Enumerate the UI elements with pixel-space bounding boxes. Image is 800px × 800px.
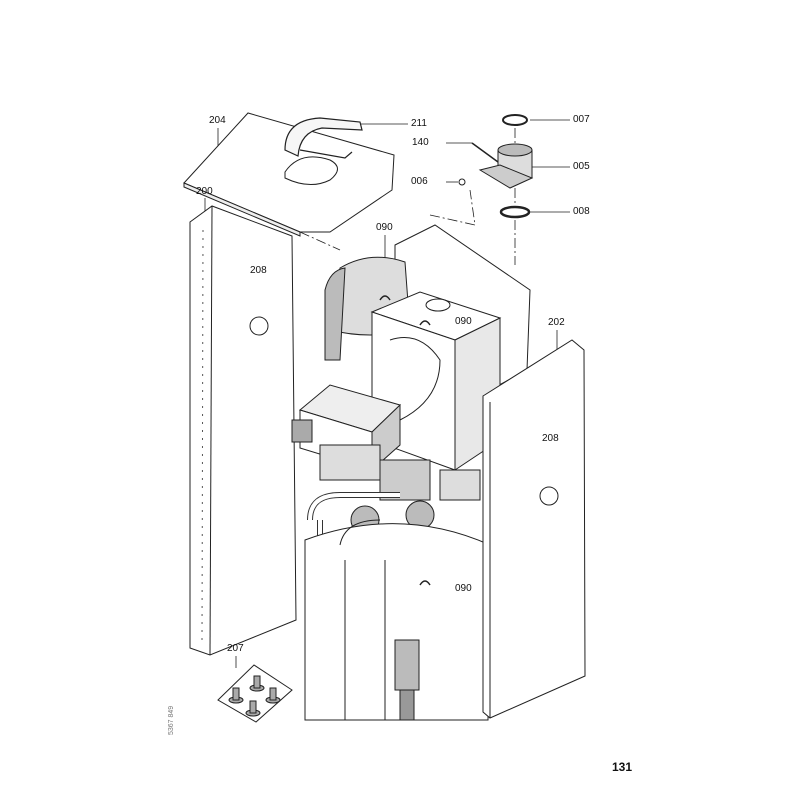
storage-cylinder [304, 519, 491, 721]
label-202: 202 [548, 317, 565, 328]
left-side-panel-200 [189, 205, 297, 656]
seal-ring-007 [502, 114, 528, 126]
label-090-bottom: 090 [455, 583, 472, 594]
clip-208-right [539, 486, 559, 506]
page-number: 131 [612, 760, 633, 774]
bracket-211 [284, 117, 363, 159]
label-204: 204 [209, 115, 226, 126]
gasket-008 [499, 205, 531, 219]
label-005: 005 [573, 161, 590, 172]
clip-208-left [249, 316, 269, 336]
right-side-panel-202 [482, 339, 586, 719]
feet-207 [217, 664, 293, 723]
label-211: 211 [411, 118, 427, 129]
label-208-left: 208 [250, 265, 267, 276]
document-number: 5367 849 [168, 705, 175, 735]
label-090-top: 090 [376, 222, 393, 233]
label-200: 200 [196, 186, 213, 197]
label-090-mid: 090 [455, 316, 472, 327]
label-008: 008 [573, 206, 590, 217]
label-007: 007 [573, 114, 590, 125]
flue-adaptor-005 [458, 114, 534, 219]
top-cover-204 [183, 112, 395, 237]
clips-090 [379, 295, 431, 586]
label-208-right: 208 [542, 433, 559, 444]
label-140: 140 [412, 137, 429, 148]
o-ring-006 [458, 178, 466, 186]
label-207: 207 [227, 643, 244, 654]
label-006: 006 [411, 176, 428, 187]
